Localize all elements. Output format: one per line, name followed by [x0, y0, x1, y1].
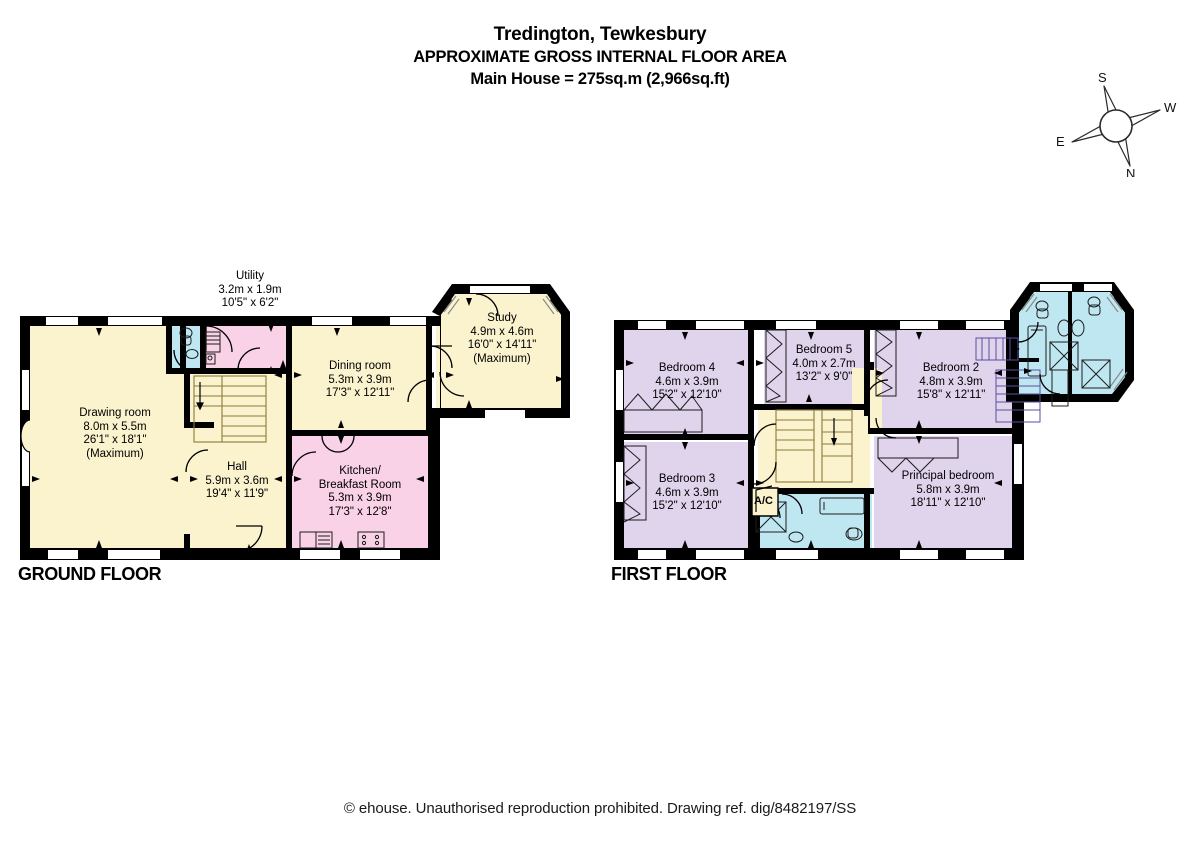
bay-glazing-bathroom — [1021, 293, 1128, 391]
ground-floor-plan: Drawing room 8.0m x 5.5m 26'1" x 18'1" (… — [0, 250, 600, 560]
door-arcs-first — [753, 321, 1061, 519]
room-fill-principal-bedroom — [874, 436, 1020, 552]
compass-rose: S W E N — [1052, 62, 1182, 177]
cloakroom-fixtures — [179, 327, 199, 359]
ac-cupboard-label: A/C — [754, 495, 773, 507]
compass-label-east: E — [1056, 134, 1065, 149]
room-fill-dining-room — [290, 324, 430, 434]
room-fill-hall — [184, 380, 290, 552]
compass-label-west: W — [1164, 100, 1177, 115]
room-fill-bedroom-3 — [622, 442, 752, 552]
fireplace-drawing-room — [20, 419, 31, 453]
floor-area-value: Main House = 275sq.m (2,966sq.ft) — [470, 69, 730, 88]
room-fill-bedroom-4 — [622, 328, 752, 436]
bay-glazing-study — [443, 295, 559, 315]
ac-cupboard — [751, 485, 779, 517]
copyright-footer: © ehouse. Unauthorised reproduction proh… — [343, 800, 857, 817]
staircase-landing — [775, 409, 853, 483]
staircase-ensuite-lower — [995, 368, 1041, 423]
staircase-ensuite-upper — [975, 337, 1020, 361]
room-fill-utility — [204, 324, 290, 372]
compass-label-south: S — [1098, 70, 1107, 85]
staircase-ground — [193, 375, 267, 443]
room-fill-bedroom-5 — [764, 328, 868, 408]
utility-fixtures — [205, 331, 221, 365]
page-title: Tredington, Tewkesbury — [493, 24, 707, 45]
door-arcs-ground — [173, 293, 499, 553]
plan-header: Tredington, Tewkesbury APPROXIMATE GROSS… — [0, 22, 1200, 91]
ground-floor-label: GROUND FLOOR — [18, 564, 162, 584]
kitchen-fixtures — [299, 531, 385, 549]
room-fill-kitchen — [290, 434, 430, 552]
room-fill-cloakroom — [170, 324, 204, 372]
floor-area-heading: APPROXIMATE GROSS INTERNAL FLOOR AREA — [413, 48, 787, 67]
first-floor-plan: Bedroom 4 4.6m x 3.9m 15'2" x 12'10" Bed… — [600, 250, 1200, 560]
first-floor-label: FIRST FLOOR — [611, 564, 727, 584]
dimension-markers-ground — [32, 298, 564, 552]
room-fill-drawing-room — [28, 324, 184, 552]
compass-hub — [1099, 109, 1133, 143]
compass-label-north: N — [1126, 166, 1135, 177]
dimension-markers-first — [626, 332, 1002, 548]
windows-first — [616, 284, 1112, 559]
windows-ground — [22, 286, 530, 559]
